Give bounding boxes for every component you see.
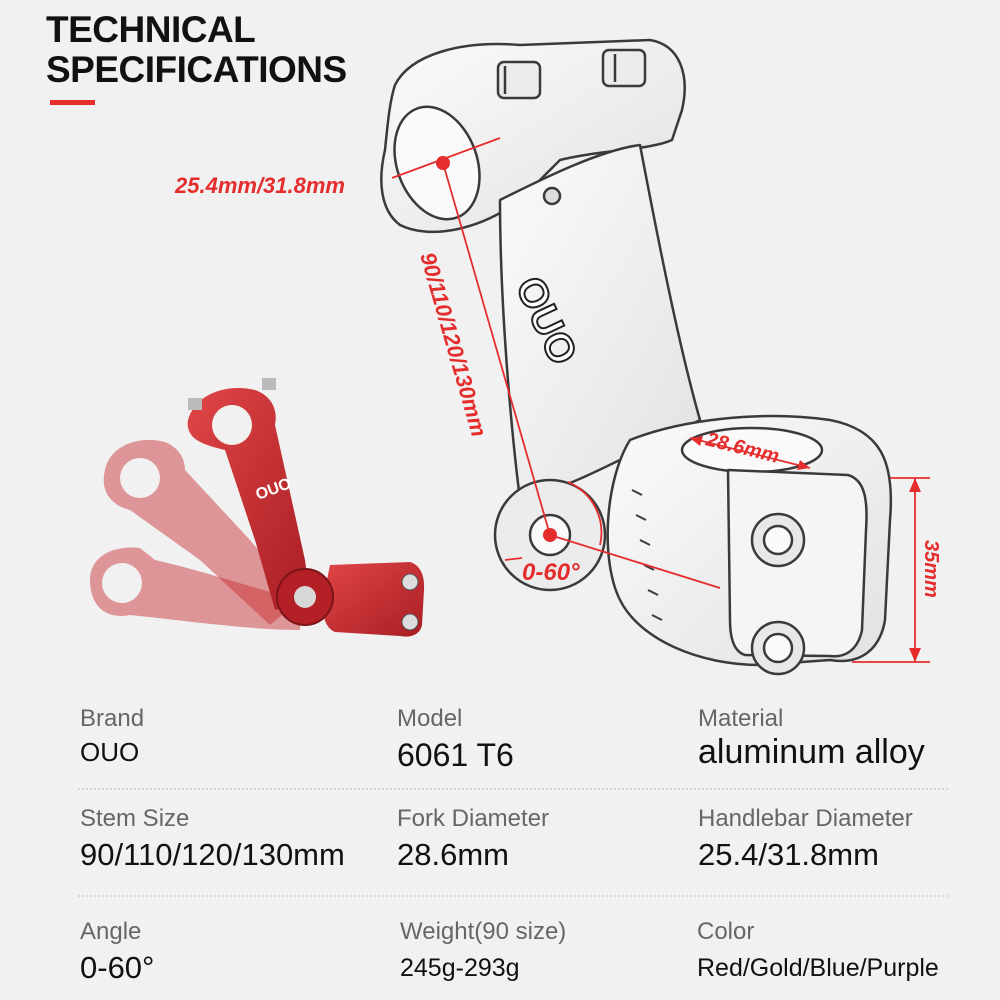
spec-value: OUO — [80, 737, 140, 767]
page-title: TECHNICAL SPECIFICATIONS — [46, 10, 347, 90]
handlebar-clamp-label: 25.4mm/31.8mm — [174, 173, 345, 198]
stem-outline-drawing — [380, 38, 893, 676]
spec-label: Brand — [80, 705, 145, 732]
spec-label: Handlebar Diameter — [698, 805, 913, 832]
red-stem-ghost-mid — [103, 439, 300, 625]
spec-value: 0-60° — [80, 950, 155, 985]
spec-angle: Angle 0-60° — [80, 918, 154, 986]
red-stem-ghost-low — [90, 547, 300, 630]
spec-value: aluminum alloy — [698, 733, 925, 771]
title-line-2: SPECIFICATIONS — [46, 49, 347, 90]
spec-value: 90/110/120/130mm — [80, 837, 345, 872]
angle-range-label: 0-60° — [522, 559, 580, 586]
spec-label: Weight(90 size) — [400, 918, 567, 945]
spec-value: 28.6mm — [397, 837, 509, 872]
title-accent-bar — [50, 100, 95, 105]
dimension-markers — [436, 156, 921, 662]
row-divider — [78, 788, 948, 790]
spec-weight: Weight(90 size) 245g-293g — [400, 918, 566, 983]
red-stem-main — [187, 378, 425, 637]
spec-color: Color Red/Gold/Blue/Purple — [697, 918, 939, 983]
title-line-1: TECHNICAL — [46, 9, 256, 50]
spec-value: 245g-293g — [400, 954, 520, 982]
spec-label: Angle — [80, 918, 142, 945]
spec-label: Model — [397, 705, 463, 732]
spec-material: Material aluminum alloy — [698, 705, 925, 772]
stem-length-label: 90/110/120/130mm — [415, 249, 492, 439]
spec-label: Color — [697, 918, 755, 945]
stack-height-label: 35mm — [920, 540, 942, 598]
spec-brand: Brand OUO — [80, 705, 144, 768]
product-illustration: OUO 25.4mm/31.8mm — [90, 38, 942, 676]
spec-label: Stem Size — [80, 805, 190, 832]
spec-fork-diameter: Fork Diameter 28.6mm — [397, 805, 549, 873]
spec-value: Red/Gold/Blue/Purple — [697, 954, 939, 982]
spec-handlebar-diameter: Handlebar Diameter 25.4/31.8mm — [698, 805, 913, 873]
spec-value: 25.4/31.8mm — [698, 837, 879, 872]
spec-label: Fork Diameter — [397, 805, 550, 832]
row-divider — [78, 895, 948, 897]
spec-stem-size: Stem Size 90/110/120/130mm — [80, 805, 345, 873]
spec-label: Material — [698, 705, 784, 732]
spec-model: Model 6061 T6 — [397, 705, 514, 774]
spec-value: 6061 T6 — [397, 737, 514, 773]
